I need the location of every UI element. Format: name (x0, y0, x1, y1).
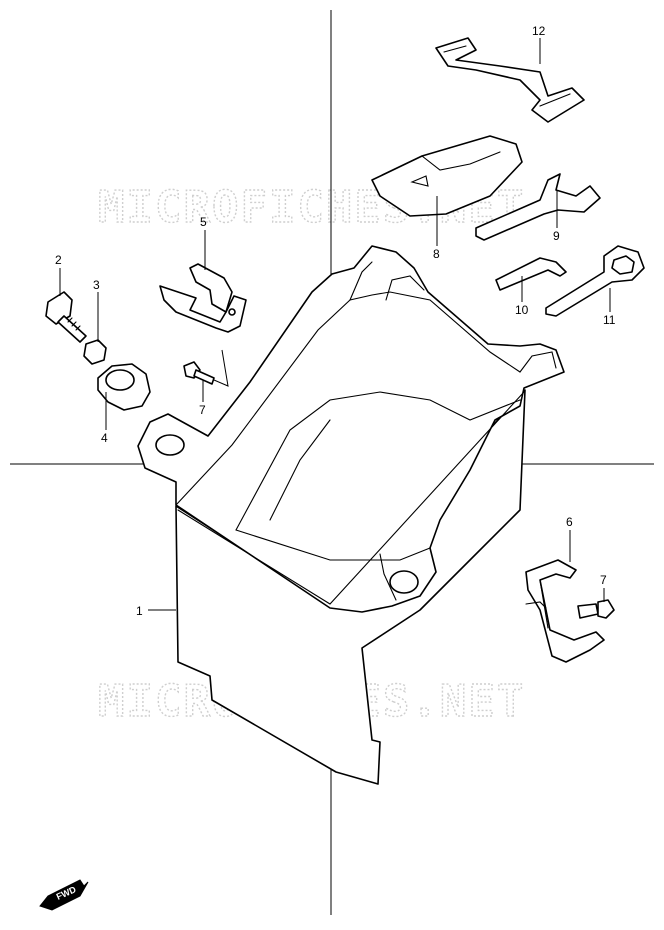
part-2-bolt[interactable] (45, 291, 87, 343)
part-7-bolt-lower[interactable] (577, 599, 615, 619)
callout-4: 4 (101, 431, 108, 445)
callout-3: 3 (93, 278, 100, 292)
callout-8: 8 (433, 247, 440, 261)
part-11-ring-wrench[interactable] (545, 245, 645, 317)
callout-7b: 7 (600, 573, 607, 587)
part-12-strap[interactable] (435, 37, 585, 123)
part-5-bracket[interactable] (159, 263, 247, 333)
part-1-battery-tray[interactable] (137, 245, 565, 785)
callout-7a: 7 (199, 403, 206, 417)
callout-11: 11 (603, 313, 616, 327)
part-3-collar[interactable] (83, 339, 107, 365)
callout-6: 6 (566, 515, 573, 529)
callout-5: 5 (200, 215, 207, 229)
part-10-hex-key[interactable] (495, 257, 567, 291)
callout-2: 2 (55, 253, 62, 267)
callout-12: 12 (532, 24, 546, 38)
fwd-arrow-icon: FWD (39, 879, 89, 911)
callout-9: 9 (553, 229, 560, 243)
part-4-grommet[interactable] (97, 363, 151, 411)
callout-10: 10 (515, 303, 529, 317)
part-7-bolt-upper[interactable] (183, 349, 229, 387)
part-6-clamp[interactable] (525, 559, 605, 663)
callout-1: 1 (136, 604, 143, 618)
part-8-cover[interactable] (371, 135, 523, 217)
part-9-spanner[interactable] (475, 173, 601, 241)
